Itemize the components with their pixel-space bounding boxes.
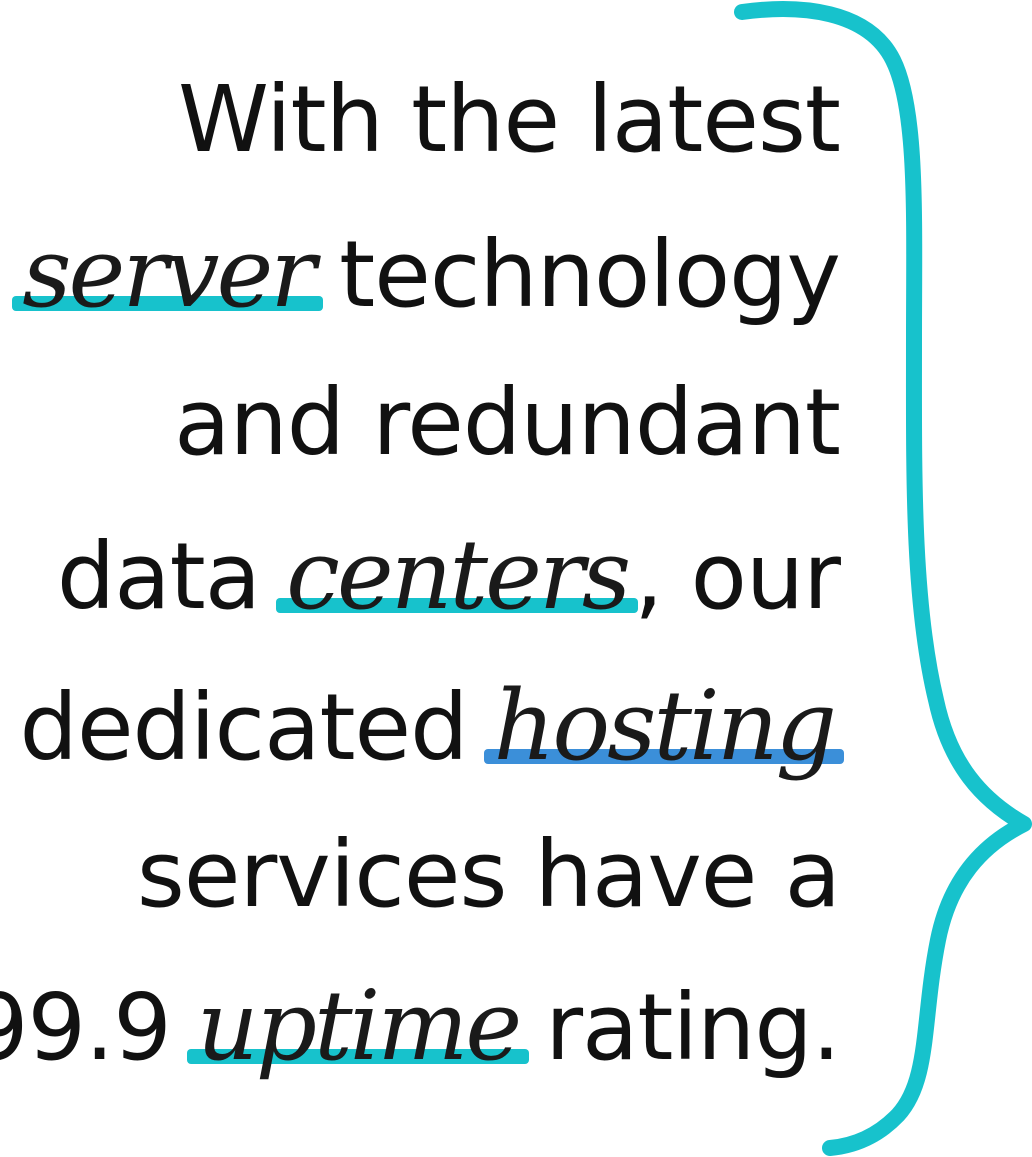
highlighted-word-uptime: uptime <box>186 978 530 1074</box>
highlighted-word-server: server <box>12 225 324 321</box>
quote-text: services have a <box>136 821 841 928</box>
quote-text: and redundant <box>174 369 841 476</box>
quote-text: , our <box>634 523 841 630</box>
quote-line-7: 99.9 uptime rating. <box>0 978 841 1074</box>
highlighted-word-centers: centers <box>276 527 639 623</box>
highlighted-word-hosting: hosting <box>483 678 844 774</box>
quote-line-1: With the latest <box>178 74 841 166</box>
quote-line-5: dedicated hosting <box>20 678 844 774</box>
quote-text: dedicated <box>19 674 469 781</box>
quote-text: With the latest <box>178 66 841 173</box>
quote-line-4: data centers , our <box>57 527 841 623</box>
quote-text: 99.9 <box>0 974 172 1081</box>
quote-line-3: and redundant <box>174 377 841 469</box>
quote-text: data <box>56 523 261 630</box>
quote-line-2: server technology <box>12 225 841 321</box>
quote-text: technology <box>339 221 841 328</box>
quote-text: rating. <box>545 974 841 1081</box>
quote-line-6: services have a <box>137 829 841 921</box>
